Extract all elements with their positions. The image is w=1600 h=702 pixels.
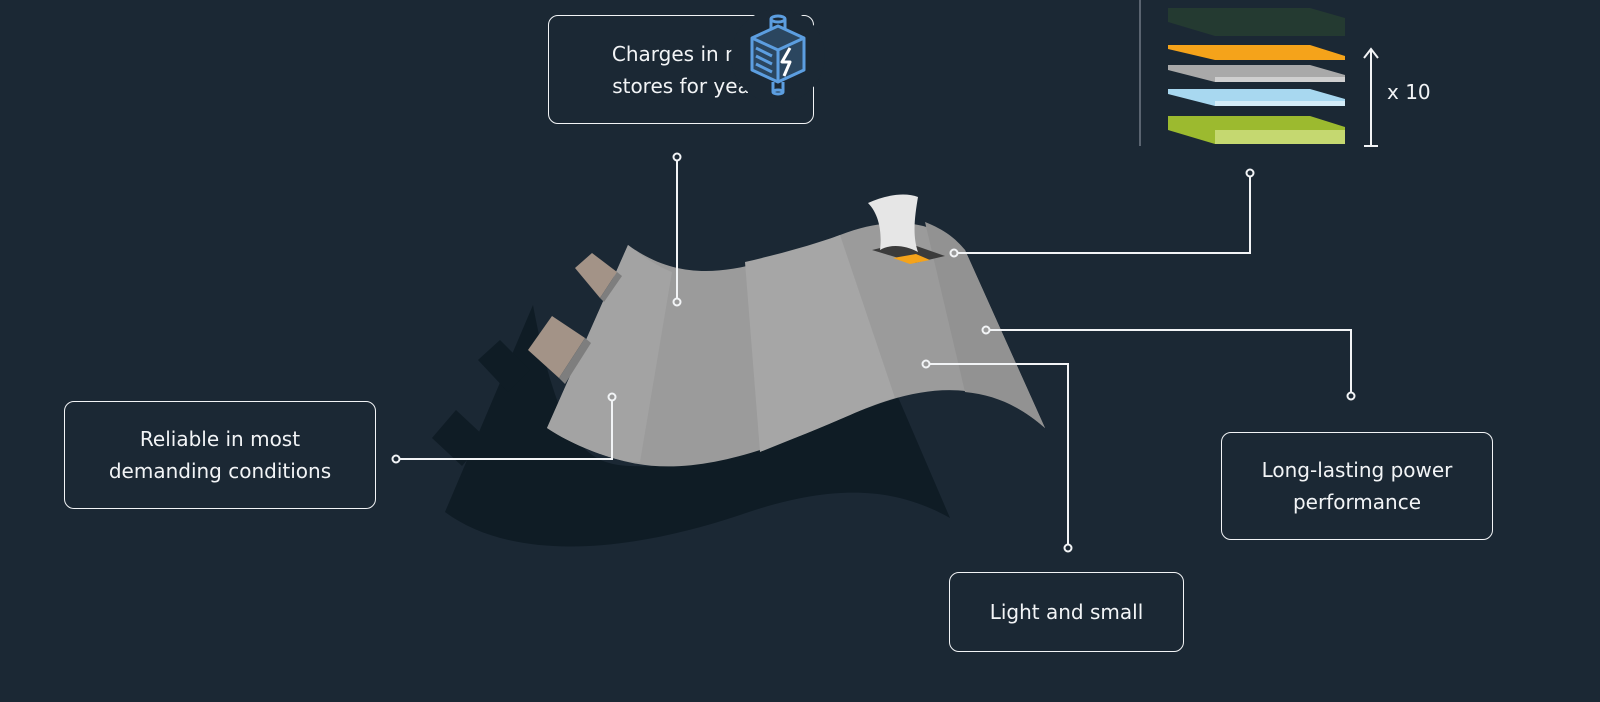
layer-dark: [1168, 8, 1345, 36]
tab-shadow: [478, 340, 530, 392]
connector-layers: [954, 173, 1251, 254]
layer-orange: [1168, 45, 1345, 60]
connector-dot: [921, 359, 931, 369]
callout-charges-line2: stores for yea: [612, 73, 750, 98]
callout-reliable: Reliable in most demanding conditions: [64, 401, 376, 509]
sheet-highlight: [547, 245, 672, 462]
connector-light: [926, 363, 1069, 548]
terminal-tab-edge: [559, 338, 591, 384]
sheet-shade: [925, 222, 1045, 428]
layer-green-face: [1215, 130, 1345, 144]
connector-long: [986, 329, 1352, 396]
layer-gray-edge: [1215, 77, 1345, 82]
callout-charges-line1: Charges in mi: [611, 41, 751, 66]
tab-shadow: [432, 410, 486, 466]
peel-orange-layer: [893, 254, 930, 264]
callout-light: Light and small: [949, 572, 1184, 652]
battery-shadow: [445, 305, 950, 547]
connector-dot: [391, 454, 401, 464]
callout-reliable-line2: demanding conditions: [108, 459, 332, 483]
connector-dot: [672, 152, 682, 162]
callout-long-line1: Long-lasting power: [1261, 458, 1453, 482]
callout-light-line1: Light and small: [989, 600, 1144, 624]
connector-dot: [1346, 391, 1356, 401]
layer-count-label: x 10: [1387, 80, 1431, 104]
callout-long-line2: performance: [1292, 490, 1422, 514]
terminal-tab: [575, 253, 617, 298]
peel-opening: [872, 242, 945, 263]
sheet-highlight: [745, 235, 895, 452]
terminal-tab-edge: [600, 272, 622, 302]
connector-dot: [981, 325, 991, 335]
connector-dot: [607, 392, 617, 402]
connector-dot: [1063, 543, 1073, 553]
connector-dot: [1245, 168, 1255, 178]
terminal-tab: [528, 316, 585, 378]
connector-dot: [672, 297, 682, 307]
peeled-flap: [868, 194, 918, 252]
battery-charge-icon: [731, 9, 825, 103]
connector-reliable: [396, 397, 613, 460]
callout-reliable-line1: Reliable in most: [139, 427, 301, 451]
callout-long-lasting: Long-lasting power performance: [1221, 432, 1493, 540]
connector-dot: [949, 248, 959, 258]
layer-blue-edge: [1215, 101, 1345, 106]
stack-arrow-head: [1363, 47, 1379, 59]
